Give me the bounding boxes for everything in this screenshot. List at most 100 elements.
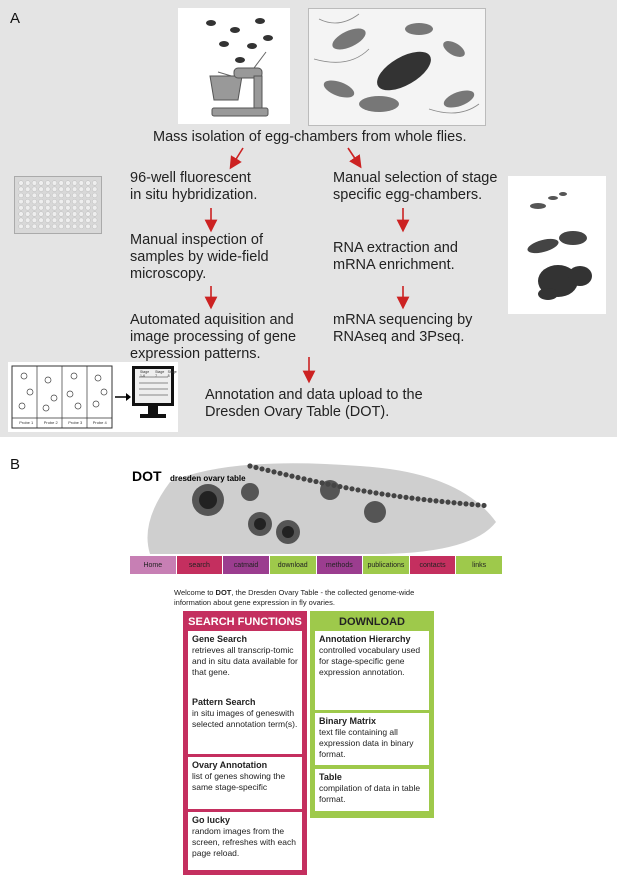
- plate-well: [51, 211, 58, 217]
- plate-well: [92, 211, 98, 217]
- egg-chambers-micrograph: [308, 8, 486, 126]
- plate-well: [65, 205, 71, 211]
- gene-search-title: Gene Search: [192, 634, 248, 644]
- nav-catmaid[interactable]: catmaid: [223, 556, 270, 574]
- panel-b-label: B: [10, 456, 21, 473]
- plate-well: [51, 192, 58, 199]
- nav-home[interactable]: Home: [130, 556, 177, 574]
- plate-well: [18, 180, 24, 186]
- plate-well: [71, 192, 78, 199]
- plate-well: [25, 180, 31, 186]
- plate-well: [71, 180, 78, 186]
- download-panel: DOWNLOAD Annotation Hierarchy controlled…: [310, 611, 434, 818]
- probe-label: Probe 4: [92, 420, 107, 425]
- plate-well: [18, 217, 24, 223]
- plate-well: [51, 180, 58, 186]
- plate-well: [58, 223, 64, 230]
- follicle-bead: [391, 493, 397, 499]
- probe-sheet-monitor-illustration: Probe 1 Probe 2 Probe 3 Probe 4 Stage 1-…: [8, 362, 178, 432]
- plate-well: [38, 205, 44, 211]
- nav-search[interactable]: search: [176, 556, 224, 574]
- 96-well-plate-photo: [14, 176, 102, 234]
- step-mass-isolation: Mass isolation of egg-chambers from whol…: [153, 129, 467, 145]
- follicle-bead: [439, 498, 445, 505]
- nav-publications[interactable]: publications: [363, 556, 410, 574]
- plate-well: [85, 192, 91, 199]
- follicle-bead: [427, 497, 433, 503]
- probe-label: Probe 1: [19, 420, 34, 425]
- ovary-annotation-box[interactable]: Ovary Annotation list of genes showing t…: [188, 757, 302, 809]
- plate-well: [58, 180, 64, 186]
- follicle-bead: [277, 470, 283, 476]
- plate-well: [71, 205, 78, 211]
- plate-well: [31, 180, 38, 186]
- plate-well: [31, 205, 38, 211]
- arrow-to-fish: [229, 147, 244, 170]
- annotation-hierarchy-box[interactable]: Annotation Hierarchy controlled vocabula…: [315, 631, 429, 710]
- follicle-bead: [265, 467, 271, 474]
- plate-well: [45, 180, 51, 186]
- probe-label: Probe 2: [43, 420, 58, 425]
- follicle-bead: [481, 502, 487, 509]
- follicle-bead: [421, 496, 427, 503]
- plate-well: [18, 198, 24, 205]
- plate-well: [85, 217, 91, 223]
- plate-well: [71, 223, 78, 230]
- plate-well: [58, 198, 64, 205]
- plate-well: [78, 211, 84, 217]
- step-manual-selection: Manual selection of stage specific egg-c…: [333, 170, 498, 203]
- plate-well: [45, 223, 51, 230]
- plate-well: [85, 205, 91, 211]
- plate-well: [25, 192, 31, 199]
- follicle-bead: [445, 499, 451, 505]
- pattern-search-text: in situ images of geneswith selected ann…: [192, 708, 298, 729]
- nav-methods[interactable]: methods: [316, 556, 364, 574]
- plate-well: [58, 217, 64, 223]
- plate-well: [31, 211, 38, 217]
- plate-well: [78, 223, 84, 230]
- dot-banner: DOT dresden ovary table: [130, 462, 503, 554]
- follicle-bead: [415, 496, 421, 502]
- plate-well: [65, 180, 71, 186]
- plate-well: [18, 223, 24, 230]
- step-fish: 96-well fluorescent in situ hybridizatio…: [130, 170, 258, 203]
- follicle-bead: [295, 474, 301, 481]
- nav-links[interactable]: links: [456, 556, 503, 574]
- plate-well: [58, 211, 64, 217]
- go-lucky-box[interactable]: Go lucky random images from the screen, …: [188, 812, 302, 870]
- follicle-bead: [331, 482, 337, 488]
- plate-well: [51, 205, 58, 211]
- probe-labels: Probe 1 Probe 2 Probe 3 Probe 4: [14, 420, 112, 425]
- monitor-stage-labels: Stage 1-6 Stage 7 Stage 8: [140, 370, 178, 378]
- table-box[interactable]: Table compilation of data in table forma…: [315, 769, 429, 811]
- welcome-prefix: Welcome to: [174, 588, 216, 597]
- plate-well: [92, 180, 98, 186]
- welcome-rest: , the Dresden Ovary Table - the collecte…: [174, 588, 415, 607]
- plate-well: [85, 186, 91, 192]
- nav-download[interactable]: download: [269, 556, 317, 574]
- plate-well: [71, 198, 78, 205]
- binary-matrix-box[interactable]: Binary Matrix text file containing all e…: [315, 713, 429, 765]
- plate-well: [18, 211, 24, 217]
- follicle-bead: [301, 476, 307, 482]
- plate-well: [25, 223, 31, 230]
- plate-well: [58, 186, 64, 192]
- pattern-search-box[interactable]: Pattern Search in situ images of geneswi…: [188, 694, 302, 754]
- gene-search-box[interactable]: Gene Search retrieves all transcrip-tomi…: [188, 631, 302, 698]
- plate-well: [92, 223, 98, 230]
- follicle-bead: [457, 500, 463, 506]
- plate-well: [85, 198, 91, 205]
- flow-arrows: [204, 147, 410, 384]
- step-annotation-upload: Annotation and data upload to the Dresde…: [205, 387, 423, 420]
- follicle-bead: [313, 478, 319, 485]
- dot-navbar: Home search catmaid download methods pub…: [130, 556, 503, 574]
- annotation-hierarchy-title: Annotation Hierarchy: [319, 634, 411, 644]
- plate-well: [78, 180, 84, 186]
- nav-contacts[interactable]: contacts: [409, 556, 457, 574]
- plate-well: [85, 223, 91, 230]
- plate-well: [65, 217, 71, 223]
- follicle-bead: [451, 500, 457, 506]
- plate-well: [58, 192, 64, 199]
- follicle-bead: [403, 494, 409, 500]
- plate-well: [78, 186, 84, 192]
